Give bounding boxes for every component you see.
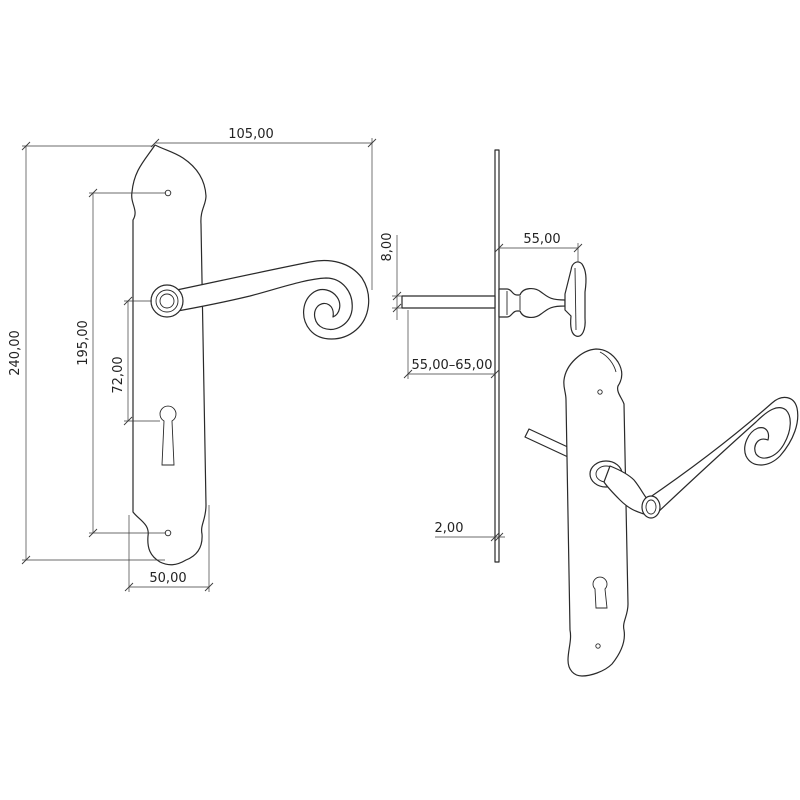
iso-keyhole xyxy=(592,576,608,609)
rose-mid xyxy=(155,289,179,313)
dim-spindle-length: 55,00–65,00 xyxy=(412,358,493,373)
dim-spindle-square: 8,00 xyxy=(380,233,395,262)
backplate-outline xyxy=(131,144,207,566)
dim-rose-projection: 55,00 xyxy=(523,232,560,247)
dim-overall-width: 105,00 xyxy=(228,127,274,142)
dim-screw-spacing: 195,00 xyxy=(76,320,91,366)
iso-bottom-screw-hole xyxy=(595,643,601,649)
isometric-view xyxy=(524,348,799,677)
dim-plate-width: 50,00 xyxy=(149,571,186,586)
side-rose-collar xyxy=(498,288,566,318)
iso-backplate xyxy=(563,348,629,677)
iso-backplate-edge xyxy=(599,351,617,373)
side-view: 8,00 55,00 55,00–65,00 2,00 xyxy=(380,149,587,563)
side-backplate xyxy=(494,149,500,563)
dim-plate-thickness: 2,00 xyxy=(435,521,464,536)
rose-inner xyxy=(159,293,175,309)
iso-lever xyxy=(645,396,799,515)
iso-lever-end xyxy=(641,495,661,519)
keyhole xyxy=(159,405,177,466)
iso-top-screw-hole xyxy=(597,389,603,395)
side-spindle xyxy=(401,295,496,309)
lever-handle xyxy=(171,259,370,340)
front-view: 105,00 240,00 195,00 72,00 50,00 xyxy=(8,127,377,592)
dim-overall-height: 240,00 xyxy=(8,330,23,376)
dim-handle-to-keyhole: 72,00 xyxy=(111,356,126,393)
